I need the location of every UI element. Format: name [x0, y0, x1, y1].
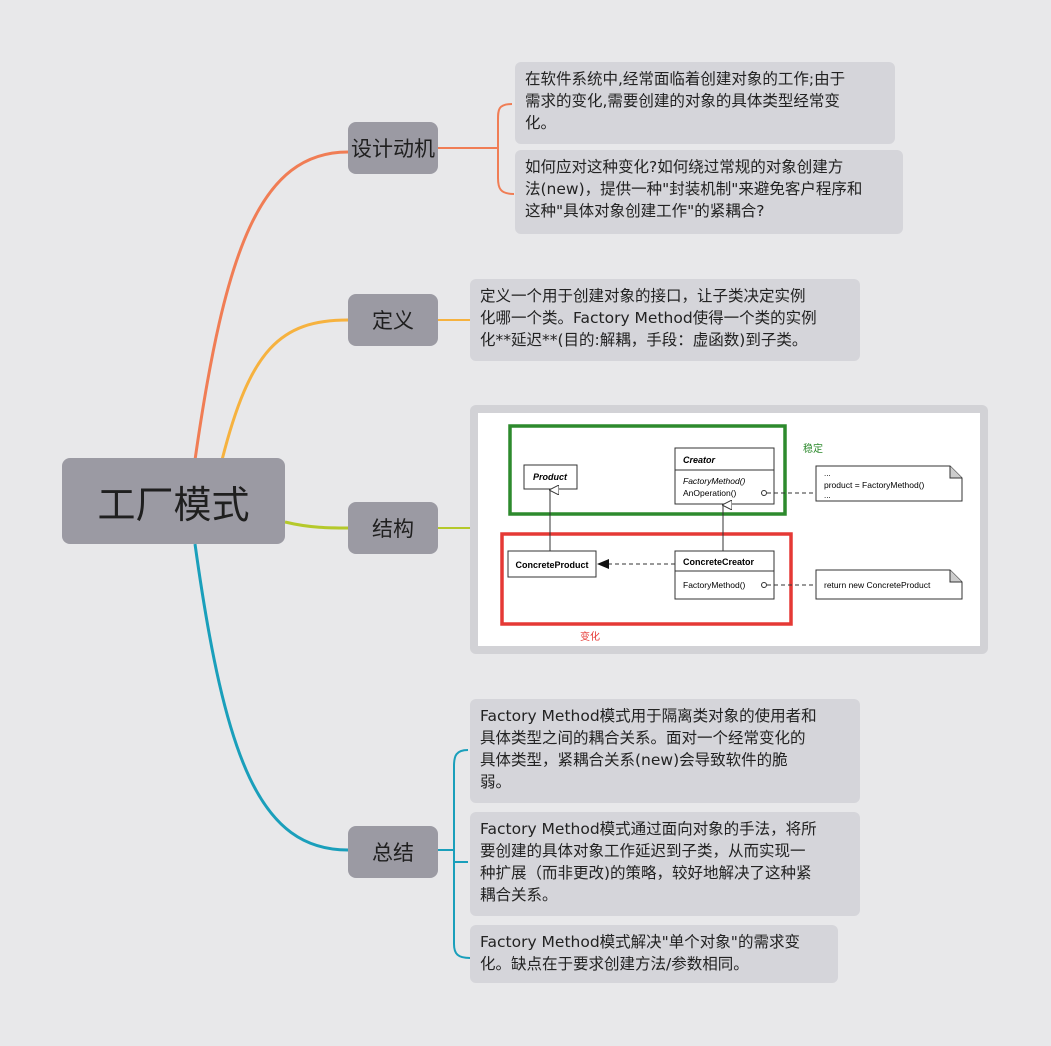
branch-summary[interactable]: 总结	[348, 826, 438, 878]
stable-label: 稳定	[803, 442, 823, 455]
summary-note-2[interactable]: Factory Method模式通过面向对象的手法，将所 要创建的具体对象工作延…	[470, 812, 860, 916]
edge-root-definition	[220, 318, 349, 461]
motivation-note-2[interactable]: 如何应对这种变化?如何绕过常规的对象创建方 法(new)，提供一种"封装机制"来…	[515, 150, 903, 234]
stable-frame	[508, 424, 787, 516]
branch-definition[interactable]: 定义	[348, 294, 438, 346]
note-top-line-1: ...	[824, 469, 831, 478]
structure-diagram[interactable]: 稳定 变化 Product Creator FactoryMethod() An…	[470, 405, 988, 654]
concrete-product-class	[507, 550, 597, 578]
creator-class-name: Creator	[683, 455, 716, 465]
edge-root-motivation	[193, 150, 349, 461]
root-node[interactable]: 工厂模式	[62, 458, 285, 544]
product-class-name: Product	[533, 472, 568, 482]
uml-svg: 稳定 变化 Product Creator FactoryMethod() An…	[500, 424, 963, 643]
summary-note-3[interactable]: Factory Method模式解决"单个对象"的需求变 化。缺点在于要求创建方…	[470, 925, 838, 983]
concrete-creator-method-1: FactoryMethod()	[683, 580, 746, 590]
edge-root-structure	[284, 520, 349, 530]
concrete-product-class-name: ConcreteProduct	[515, 560, 588, 570]
note-top	[815, 465, 963, 502]
concrete-creator-class-name: ConcreteCreator	[683, 557, 755, 567]
note-bottom	[815, 569, 963, 600]
change-frame	[500, 532, 793, 626]
creator-class	[674, 447, 775, 505]
creator-method-1: FactoryMethod()	[683, 476, 746, 486]
note-top-line-2: product = FactoryMethod()	[824, 480, 925, 490]
branch-structure[interactable]: 结构	[348, 502, 438, 554]
note-bottom-text: return new ConcreteProduct	[824, 580, 931, 590]
edge-root-summary	[193, 543, 349, 852]
concrete-creator-class	[674, 550, 775, 600]
summary-note-1[interactable]: Factory Method模式用于隔离类对象的使用者和 具体类型之间的耦合关系…	[470, 699, 860, 803]
change-label: 变化	[580, 630, 600, 643]
note-top-line-3: ...	[824, 491, 831, 500]
edge-summary-notes	[438, 749, 471, 959]
edge-motivation-notes	[438, 103, 515, 195]
creator-method-2: AnOperation()	[683, 488, 737, 498]
branch-motivation[interactable]: 设计动机	[348, 122, 438, 174]
motivation-note-1[interactable]: 在软件系统中,经常面临着创建对象的工作;由于 需求的变化,需要创建的对象的具体类…	[515, 62, 895, 144]
definition-note[interactable]: 定义一个用于创建对象的接口，让子类决定实例 化哪一个类。Factory Meth…	[470, 279, 860, 361]
uml-canvas: 稳定 变化 Product Creator FactoryMethod() An…	[478, 413, 980, 646]
